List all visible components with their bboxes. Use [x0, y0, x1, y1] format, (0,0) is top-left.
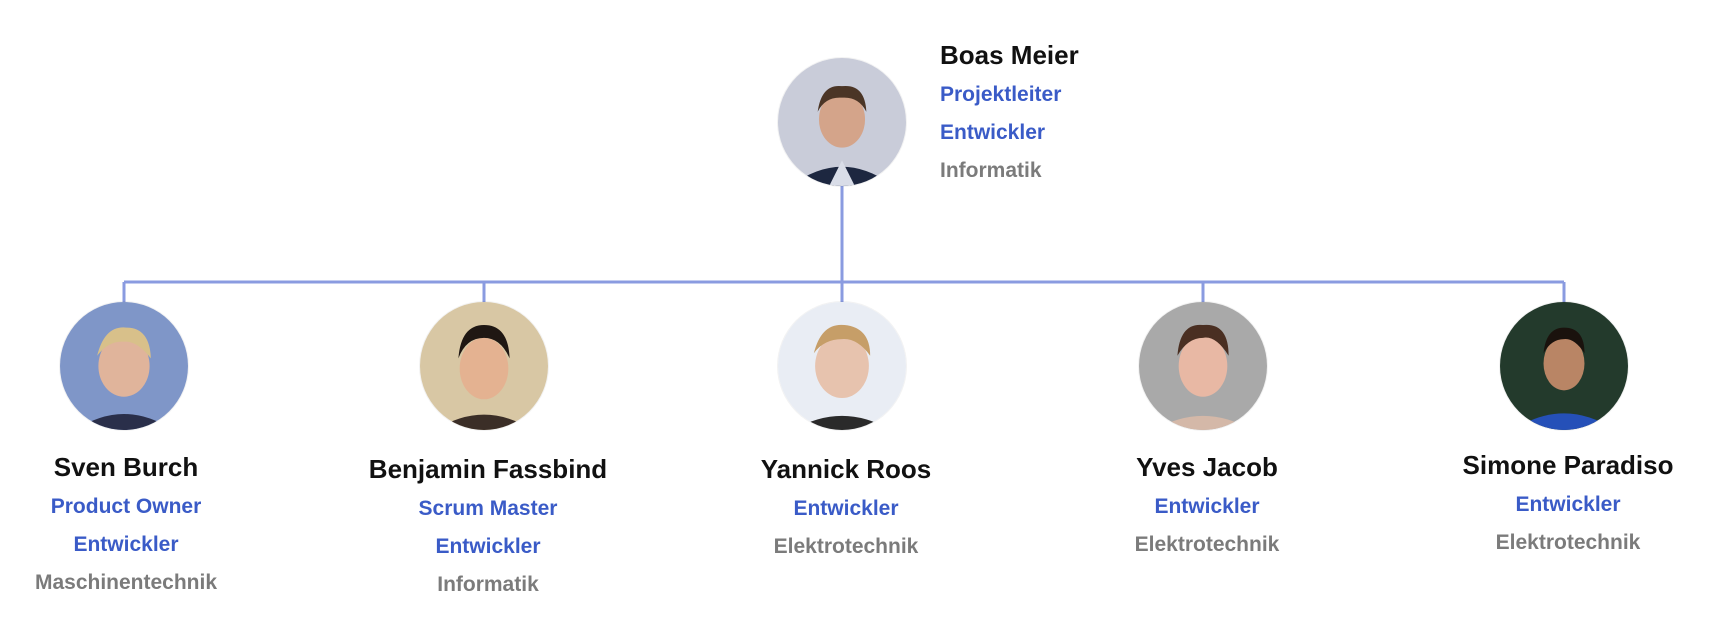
- lead-role: Projektleiter: [940, 83, 1062, 106]
- avatar-sven-burch: [60, 302, 188, 430]
- member-department: Elektrotechnik: [773, 535, 919, 558]
- member-role: Entwickler: [1154, 495, 1260, 518]
- team-member: Yves Jacob Entwickler Elektrotechnik: [1057, 452, 1357, 558]
- member-role: Entwickler: [73, 533, 179, 556]
- team-member: Yannick Roos Entwickler Elektrotechnik: [696, 454, 996, 560]
- member-role: Product Owner: [50, 495, 202, 518]
- member-name: Yves Jacob: [1136, 452, 1278, 482]
- member-name: Sven Burch: [53, 452, 199, 482]
- avatar-simone-paradiso: [1500, 302, 1628, 430]
- avatar-yannick-roos: [778, 302, 906, 430]
- lead-role: Entwickler: [940, 121, 1046, 144]
- avatar-yves-jacob: [1139, 302, 1267, 430]
- lead-name: Boas Meier: [940, 40, 1079, 70]
- avatar-boas-meier: [778, 58, 906, 186]
- member-role: Scrum Master: [418, 497, 558, 520]
- member-name: Benjamin Fassbind: [368, 454, 608, 484]
- member-department: Elektrotechnik: [1134, 533, 1280, 556]
- member-department: Maschinentechnik: [34, 571, 218, 594]
- avatar-benjamin-fassbind: [420, 302, 548, 430]
- member-department: Elektrotechnik: [1495, 531, 1641, 554]
- member-department: Informatik: [437, 573, 539, 596]
- member-name: Simone Paradiso: [1462, 450, 1674, 480]
- member-role: Entwickler: [793, 497, 899, 520]
- lead-department: Informatik: [940, 159, 1042, 182]
- team-member: Sven Burch Product Owner Entwickler Masc…: [0, 452, 276, 596]
- team-member: Benjamin Fassbind Scrum Master Entwickle…: [338, 454, 638, 598]
- member-name: Yannick Roos: [760, 454, 932, 484]
- team-member: Simone Paradiso Entwickler Elektrotechni…: [1418, 450, 1709, 556]
- member-role: Entwickler: [435, 535, 541, 558]
- member-role: Entwickler: [1515, 493, 1621, 516]
- lead-info: Boas Meier Projektleiter Entwickler Info…: [940, 40, 1240, 184]
